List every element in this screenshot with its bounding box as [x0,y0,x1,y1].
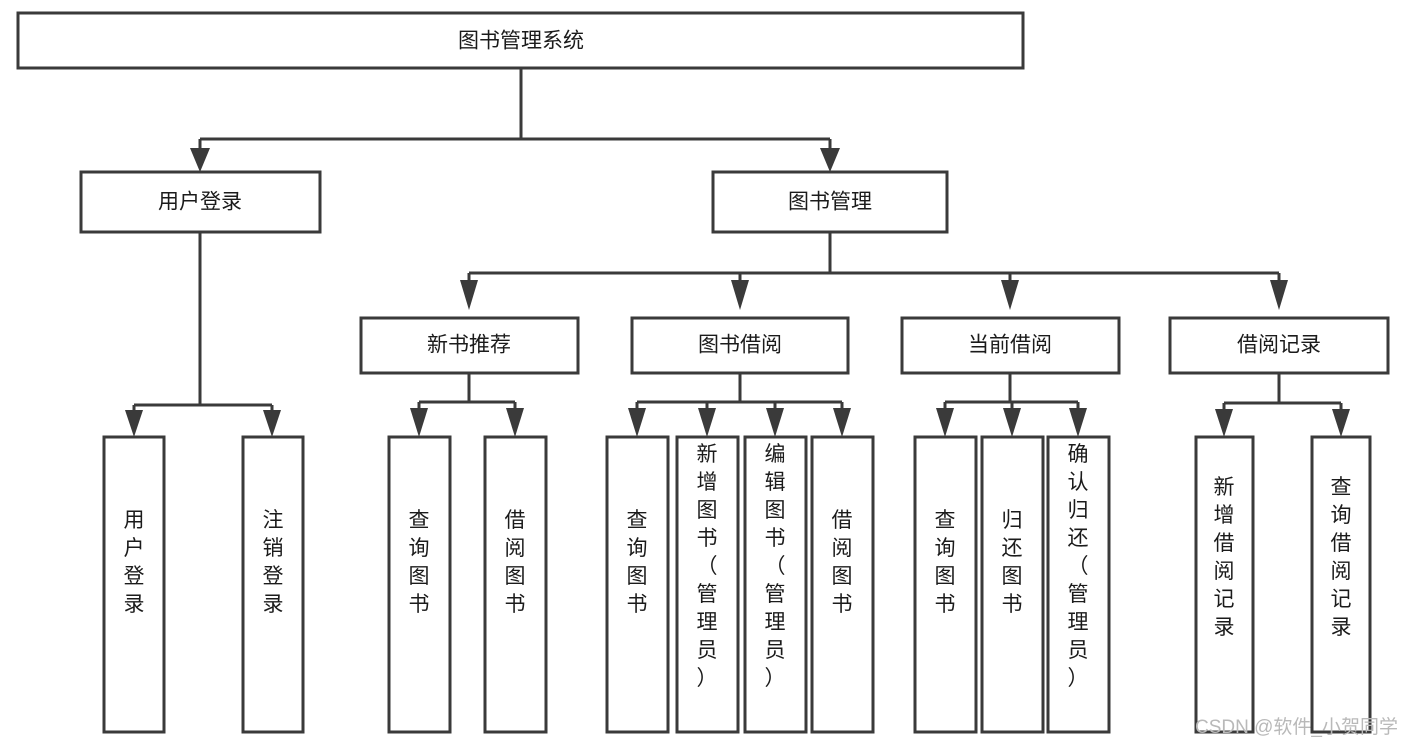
arrowhead-borrow-book-2 [833,408,851,437]
node-leaf-query-book-2-label: 查询图书 [627,509,648,616]
node-leaf-borrow-book-1-label: 借阅图书 [505,509,526,616]
node-records-box[interactable] [1168,316,1390,375]
node-leaf-add-record-box[interactable] [1194,435,1255,734]
arrowhead-borrow [731,280,749,310]
node-leaf-return-book[interactable]: 归还图书 [980,435,1045,734]
node-leaf-add-book-box[interactable] [675,435,740,734]
node-leaf-edit-book[interactable]: 编辑图书（管理员） [743,435,808,734]
node-bookmgmt-box[interactable] [711,170,949,234]
connector-layer [125,68,1350,437]
node-leaf-add-book-label: 新增图书（管理员） [697,443,718,690]
arrowhead-edit-book [766,408,784,437]
node-leaf-query-record-box[interactable] [1310,435,1372,734]
node-login-label: 用户登录 [158,191,242,214]
node-root-box[interactable] [16,11,1025,70]
node-leaf-user-login-label: 用户登录 [124,509,145,616]
arrowhead-add-record [1215,409,1233,437]
arrowhead-records [1270,280,1288,310]
node-records[interactable]: 借阅记录 [1168,316,1390,375]
node-leaf-user-logout-box[interactable] [241,435,305,734]
arrowhead-query-record [1332,409,1350,437]
node-login-box[interactable] [79,170,322,234]
node-newbook[interactable]: 新书推荐 [359,316,580,375]
node-root-label: 图书管理系统 [458,30,584,53]
node-current-label: 当前借阅 [968,334,1052,357]
node-leaf-query-book-1-box[interactable] [387,435,452,734]
node-leaf-query-record[interactable]: 查询借阅记录 [1310,435,1372,734]
node-borrow[interactable]: 图书借阅 [630,316,850,375]
node-leaf-query-book-2-box[interactable] [605,435,670,734]
node-leaf-query-book-3[interactable]: 查询图书 [913,435,978,734]
node-leaf-query-book-3-box[interactable] [913,435,978,734]
node-borrow-box[interactable] [630,316,850,375]
csdn-watermark: CSDN @软件_小贺同学 [1195,716,1398,738]
node-leaf-user-logout-label: 注销登录 [263,509,284,616]
arrowhead-return-book [1003,408,1021,437]
node-newbook-box[interactable] [359,316,580,375]
node-login[interactable]: 用户登录 [79,170,322,234]
node-leaf-borrow-book-2-box[interactable] [810,435,875,734]
node-leaf-user-login[interactable]: 用户登录 [102,435,166,734]
node-leaf-query-book-1-label: 查询图书 [409,509,430,616]
node-leaf-borrow-book-1[interactable]: 借阅图书 [483,435,548,734]
node-leaf-borrow-book-2[interactable]: 借阅图书 [810,435,875,734]
node-leaf-query-record-label: 查询借阅记录 [1331,476,1352,639]
node-leaf-return-book-label: 归还图书 [1002,509,1023,616]
node-leaf-add-record-label: 新增借阅记录 [1214,476,1235,639]
arrowhead-bookmgmt [820,148,840,172]
node-borrow-label: 图书借阅 [698,334,782,357]
node-leaf-add-record[interactable]: 新增借阅记录 [1194,435,1255,734]
node-bookmgmt-label: 图书管理 [788,191,872,214]
node-leaf-return-book-box[interactable] [980,435,1045,734]
node-leaf-edit-book-label: 编辑图书（管理员） [765,443,786,690]
arrowhead-user-login [125,410,143,437]
node-leaf-query-book-3-label: 查询图书 [935,509,956,616]
arrowhead-query-book-3 [936,408,954,437]
node-leaf-query-book-2[interactable]: 查询图书 [605,435,670,734]
node-leaf-add-book[interactable]: 新增图书（管理员） [675,435,740,734]
arrowhead-login [190,148,210,172]
arrowhead-query-book-2 [628,408,646,437]
node-leaf-confirm-return-label: 确认归还（管理员） [1068,443,1089,690]
node-records-label: 借阅记录 [1237,334,1321,357]
arrowhead-user-logout [263,410,281,437]
node-newbook-label: 新书推荐 [427,334,511,357]
arrowhead-query-book-1 [410,408,428,437]
node-leaf-borrow-book-2-label: 借阅图书 [832,509,853,616]
arrowhead-confirm-return [1069,408,1087,437]
node-leaf-user-logout[interactable]: 注销登录 [241,435,305,734]
node-leaf-query-book-1[interactable]: 查询图书 [387,435,452,734]
node-leaf-borrow-book-1-box[interactable] [483,435,548,734]
node-current-box[interactable] [900,316,1121,375]
arrowhead-borrow-book-1 [506,408,524,437]
node-leaf-confirm-return[interactable]: 确认归还（管理员） [1046,435,1111,734]
arrowhead-newbook [460,280,478,310]
node-leaf-user-login-box[interactable] [102,435,166,734]
node-root[interactable]: 图书管理系统 [16,11,1025,70]
node-leaf-confirm-return-box[interactable] [1046,435,1111,734]
node-leaf-edit-book-box[interactable] [743,435,808,734]
arrowhead-current [1001,280,1019,310]
arrowhead-add-book [698,408,716,437]
node-bookmgmt[interactable]: 图书管理 [711,170,949,234]
node-current[interactable]: 当前借阅 [900,316,1121,375]
